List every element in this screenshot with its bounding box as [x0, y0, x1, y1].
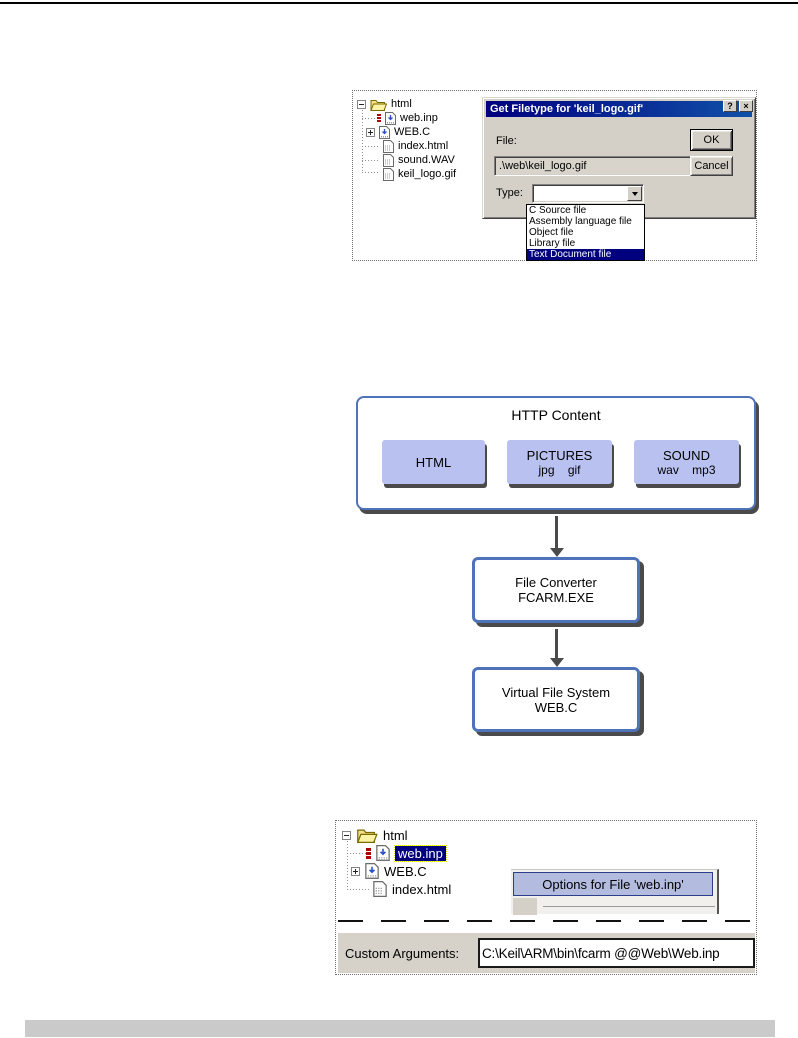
arrow-down-icon: [550, 548, 564, 557]
custom-arguments-field[interactable]: [478, 938, 755, 968]
dropdown-option[interactable]: Object file: [529, 227, 574, 238]
tree-row-webinp-selected[interactable]: web.inp: [366, 844, 447, 862]
arrow-down-icon: [555, 629, 558, 659]
tree-row-html[interactable]: html: [342, 826, 408, 844]
type-dropdown-list: C Source file Assembly language file Obj…: [526, 204, 645, 261]
diagram-box-title: HTTP Content: [511, 407, 601, 423]
doc-file-icon: [373, 881, 387, 897]
expand-icon[interactable]: [351, 866, 360, 876]
folder-open-icon: [370, 98, 387, 111]
tree-connector: [362, 172, 380, 173]
inp-file-icon: [377, 114, 381, 122]
file-label: File:: [496, 135, 517, 147]
inp-file-icon: [366, 847, 371, 859]
folder-open-icon: [356, 827, 378, 843]
help-icon[interactable]: ?: [723, 100, 737, 112]
tree-row-webinp[interactable]: web.inp: [377, 111, 438, 125]
tree-label[interactable]: index.html: [398, 140, 449, 152]
tree-row-webc[interactable]: WEB.C: [351, 862, 427, 880]
context-menu-fragment: Options for File 'web.inp': [511, 869, 719, 915]
pictures-box: PICTURES jpg gif: [507, 440, 612, 484]
close-icon[interactable]: ×: [739, 100, 753, 112]
doc-file-icon: [383, 167, 394, 181]
collapse-icon[interactable]: [342, 830, 351, 840]
options-screenshot: html web.inp WEB.C index.html Options fo: [335, 820, 757, 975]
file-icon: [385, 111, 396, 125]
arrow-down-icon: [550, 658, 564, 667]
doc-file-icon: [383, 139, 394, 153]
dialog-titlebar[interactable]: Get Filetype for 'keil_logo.gif': [486, 101, 752, 117]
tree-connector: [362, 118, 380, 119]
dialog-title: Get Filetype for 'keil_logo.gif': [490, 103, 644, 115]
tree-connector: [362, 146, 380, 147]
dropdown-option-selected[interactable]: Text Document file: [527, 249, 644, 260]
menu-item-options-for-file[interactable]: Options for File 'web.inp': [513, 872, 713, 896]
c-file-icon: [365, 863, 379, 879]
virtual-file-system-box: Virtual File System WEB.C: [472, 667, 640, 732]
menu-separator: [543, 906, 715, 907]
tree-label[interactable]: web.inp: [400, 112, 438, 124]
file-path-field[interactable]: [494, 156, 691, 176]
http-content-box: HTTP Content HTML PICTURES jpg gif SOUND…: [356, 396, 756, 510]
tree-label[interactable]: keil_logo.gif: [398, 168, 457, 180]
tree-label[interactable]: sound.WAV: [398, 154, 455, 166]
type-label: Type:: [496, 187, 523, 199]
chevron-down-icon[interactable]: [627, 186, 642, 201]
tree-label[interactable]: html: [391, 98, 412, 110]
dropdown-option[interactable]: Assembly language file: [529, 216, 632, 227]
menu-gutter: [513, 898, 537, 915]
tree-row-keillogogif[interactable]: keil_logo.gif: [383, 167, 456, 181]
tree-row-html[interactable]: html: [357, 97, 412, 111]
tree-label[interactable]: index.html: [392, 881, 452, 897]
tree-label[interactable]: WEB.C: [394, 126, 431, 138]
arrow-down-icon: [555, 516, 558, 549]
page-footer-bar: [25, 1020, 775, 1037]
expand-icon[interactable]: [366, 127, 375, 137]
tree-label[interactable]: WEB.C: [384, 863, 427, 879]
tree-connector: [347, 835, 348, 889]
get-filetype-dialog: Get Filetype for 'keil_logo.gif' ? × Fil…: [482, 97, 756, 261]
dropdown-option[interactable]: C Source file: [529, 205, 587, 216]
doc-file-icon: [383, 153, 394, 167]
tree-row-indexhtml[interactable]: index.html: [383, 139, 448, 153]
tree-row-webc[interactable]: WEB.C: [366, 125, 430, 139]
html-box: HTML: [382, 440, 485, 484]
tree-connector: [362, 160, 380, 161]
tree-connector: [347, 853, 371, 854]
dashed-separator: [338, 920, 754, 922]
tree-connector: [362, 104, 363, 172]
tree-label[interactable]: html: [383, 827, 408, 843]
c-file-icon: [379, 125, 390, 139]
custom-arguments-label: Custom Arguments:: [345, 945, 460, 961]
tree-label-selected[interactable]: web.inp: [394, 844, 447, 862]
file-icon: [376, 845, 390, 861]
ok-button[interactable]: OK: [690, 129, 733, 151]
tree-row-soundwav[interactable]: sound.WAV: [383, 153, 455, 167]
type-combobox[interactable]: [532, 184, 644, 203]
filetype-screenshot: html web.inp WEB.C index.html: [352, 90, 757, 261]
collapse-icon[interactable]: [357, 99, 366, 109]
custom-arguments-row: Custom Arguments:: [338, 933, 755, 973]
dropdown-option[interactable]: Library file: [529, 238, 576, 249]
file-converter-box: File Converter FCARM.EXE: [472, 557, 640, 623]
cancel-button[interactable]: Cancel: [690, 156, 733, 176]
page-top-rule: [0, 2, 798, 4]
tree-connector: [347, 889, 371, 890]
sound-box: SOUND wav mp3: [634, 440, 739, 484]
tree-row-indexhtml[interactable]: index.html: [373, 880, 451, 898]
